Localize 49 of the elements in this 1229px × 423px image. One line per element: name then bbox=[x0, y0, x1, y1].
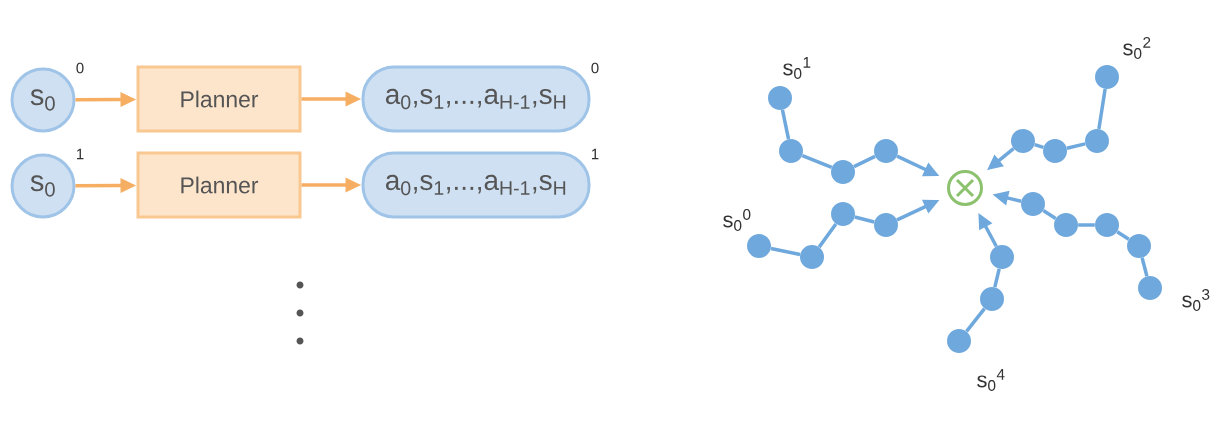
plan-sequence-box: a$_{0}$,s$_{1}$,...,a$_{H-1}$,s$_{H}$ bbox=[361, 65, 591, 133]
trajectory-dot bbox=[1043, 139, 1067, 163]
trajectory-dot bbox=[990, 245, 1014, 269]
trajectory-line bbox=[1097, 88, 1107, 130]
trajectory-line bbox=[801, 153, 833, 170]
trajectory-dot bbox=[1085, 129, 1109, 153]
trajectory-line bbox=[1066, 142, 1086, 150]
trajectory-dot bbox=[831, 202, 855, 226]
plan-sequence-box: a$_{0}$,s$_{1}$,...,a$_{H-1}$,s$_{H}$ bbox=[361, 151, 591, 219]
trajectory-line bbox=[780, 109, 791, 140]
start-state-label: s$_{0}$4 bbox=[977, 369, 1005, 391]
trajectory-line bbox=[853, 154, 876, 169]
trajectory-dot bbox=[980, 287, 1004, 311]
trajectory-line bbox=[1078, 223, 1095, 227]
trajectory-dot bbox=[1127, 234, 1151, 258]
trajectory-dot bbox=[800, 245, 824, 269]
trajectory-line bbox=[1116, 230, 1130, 241]
trajectory-line bbox=[854, 215, 875, 224]
trajectory-line bbox=[965, 307, 986, 333]
trajectory-line bbox=[993, 268, 1001, 288]
trajectory-dot bbox=[768, 86, 792, 110]
trajectory-dot bbox=[1011, 129, 1035, 153]
index-label: 1 bbox=[592, 148, 599, 160]
start-state-label: s$_{0}$1 bbox=[783, 57, 811, 79]
trajectory-dot bbox=[874, 139, 898, 163]
trajectory-line bbox=[1034, 142, 1044, 150]
start-state-label: s$_{0}$0 bbox=[723, 209, 751, 231]
trajectory-dot bbox=[1095, 213, 1119, 237]
tensor-product-symbol bbox=[947, 170, 983, 206]
trajectory-dot bbox=[1021, 192, 1045, 216]
trajectory-dot bbox=[874, 213, 898, 237]
trajectory-dot bbox=[1054, 213, 1078, 237]
planner-box: Planner bbox=[136, 65, 302, 133]
trajectory-line bbox=[770, 246, 801, 257]
trajectory-line bbox=[1140, 257, 1149, 277]
trajectory-dot bbox=[831, 160, 855, 184]
trajectory-line bbox=[817, 222, 838, 249]
trajectory-dot bbox=[747, 234, 771, 258]
start-state-label: s$_{0}$3 bbox=[1182, 289, 1210, 311]
index-label: 0 bbox=[76, 62, 84, 74]
trajectory-dot bbox=[1095, 65, 1119, 89]
trajectory-line bbox=[1042, 209, 1057, 220]
index-label: 1 bbox=[77, 148, 84, 160]
start-state-label: s$_{0}$2 bbox=[1123, 37, 1151, 59]
trajectory-dot bbox=[779, 139, 803, 163]
trajectory-dot bbox=[1138, 276, 1162, 300]
trajectory-dot bbox=[947, 329, 971, 353]
planner-box: Planner bbox=[136, 151, 302, 219]
index-label: 0 bbox=[591, 62, 599, 74]
